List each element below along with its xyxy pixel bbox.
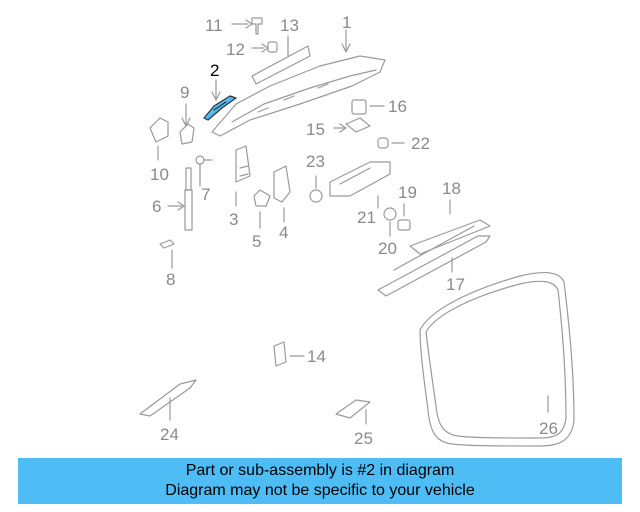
part-18-trim [409, 199, 491, 255]
callout-20: 20 [378, 239, 397, 258]
part-25-cable [335, 399, 371, 425]
part-26-weatherstrip [419, 272, 575, 447]
callout-16: 16 [388, 97, 407, 116]
part-12-clip [251, 41, 278, 53]
part-9-bracket [179, 103, 195, 145]
part-15-switch [333, 117, 371, 133]
part-21-latch [329, 161, 391, 209]
banner-line-1: Part or sub-assembly is #2 in diagram [185, 462, 455, 479]
callout-19: 19 [398, 183, 417, 202]
callout-9: 9 [180, 83, 190, 102]
callout-22: 22 [411, 134, 430, 153]
part-6-gas-strut [167, 167, 193, 231]
part-14-cap [273, 341, 305, 367]
parts-diagram [139, 17, 575, 447]
callout-6: 6 [152, 197, 162, 216]
callout-5: 5 [252, 232, 262, 251]
part-10-bracket [149, 117, 169, 161]
callout-15: 15 [306, 120, 325, 139]
part-3-hinge [235, 145, 251, 207]
callout-10: 10 [150, 165, 169, 184]
part-1-spoiler [211, 29, 386, 137]
callout-17: 17 [446, 275, 465, 294]
banner-line-2: Diagram may not be specific to your vehi… [165, 482, 475, 499]
callout-13: 13 [280, 16, 299, 35]
callout-12: 12 [226, 40, 245, 59]
part-24-bracket [139, 379, 197, 421]
callout-8: 8 [166, 270, 176, 289]
callout-24: 24 [160, 425, 179, 444]
part-17-garnish [377, 225, 491, 297]
part-7-ball-stud [195, 155, 213, 187]
part-5-bracket [253, 189, 271, 229]
callout-25: 25 [354, 429, 373, 448]
callout-18: 18 [442, 179, 461, 198]
part-2-clip-highlighted [203, 79, 237, 121]
callout-14: 14 [307, 347, 326, 366]
callout-1: 1 [342, 13, 352, 32]
callout-21: 21 [357, 208, 376, 227]
callout-23: 23 [306, 152, 325, 171]
part-13-seal [251, 35, 311, 85]
part-16-handle [351, 99, 385, 115]
callout-3: 3 [229, 210, 239, 229]
callout-7: 7 [201, 185, 211, 204]
part-22-clip [377, 137, 405, 149]
callout-11: 11 [205, 16, 223, 35]
part-11-screw [231, 17, 263, 35]
part-20-grommet [383, 207, 397, 237]
part-23-bumper [309, 175, 323, 203]
part-19-clip [397, 203, 411, 231]
part-4-bracket [273, 165, 291, 223]
part-8-stud [159, 239, 175, 269]
part-info-banner: Part or sub-assembly is #2 in diagram Di… [18, 458, 622, 504]
callout-4: 4 [279, 223, 289, 242]
callout-2: 2 [210, 61, 220, 80]
callout-26: 26 [539, 419, 558, 438]
